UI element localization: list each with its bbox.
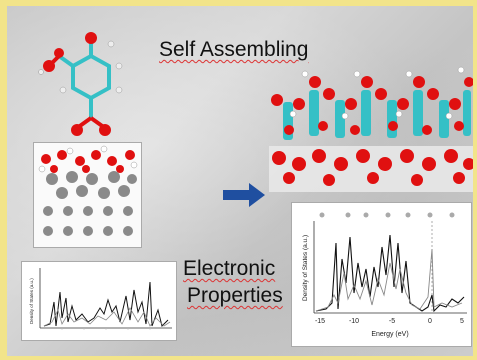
surface-slab-panel (33, 142, 142, 248)
self-assembling-label: Self Assembling (159, 38, 309, 61)
dos-small-curve-light (43, 307, 171, 327)
tick-x-1: -10 (349, 318, 359, 325)
dos-small-ylabel: Density of States (a.u.) (29, 278, 34, 324)
dos-large-curve-light (315, 248, 463, 312)
self-assembled-structure (269, 66, 473, 192)
molecule-diagram (38, 32, 123, 136)
tick-x-0: -15 (315, 318, 325, 325)
electronic-label: Electronic (183, 257, 276, 280)
right-arrow-icon (223, 183, 265, 207)
tick-x-2: -5 (389, 318, 395, 325)
tick-x-3: 0 (428, 318, 432, 325)
dos-large-ylabel: Density of States (a.u.) (302, 235, 309, 301)
tick-x-4: 5 (460, 318, 464, 325)
properties-label: Properties (187, 284, 283, 307)
dos-large-curve-dark (315, 234, 465, 313)
dos-plot-small: Density of States (a.u.) (21, 261, 177, 341)
slide-canvas: { "labels": { "self_assembling": "Self A… (7, 6, 473, 356)
dos-small-curve-dark (43, 281, 169, 327)
dos-large-xlabel: Energy (eV) (371, 331, 408, 338)
dos-plot-large: Density of States (a.u.) -15 -10 -5 0 5 … (291, 202, 472, 347)
